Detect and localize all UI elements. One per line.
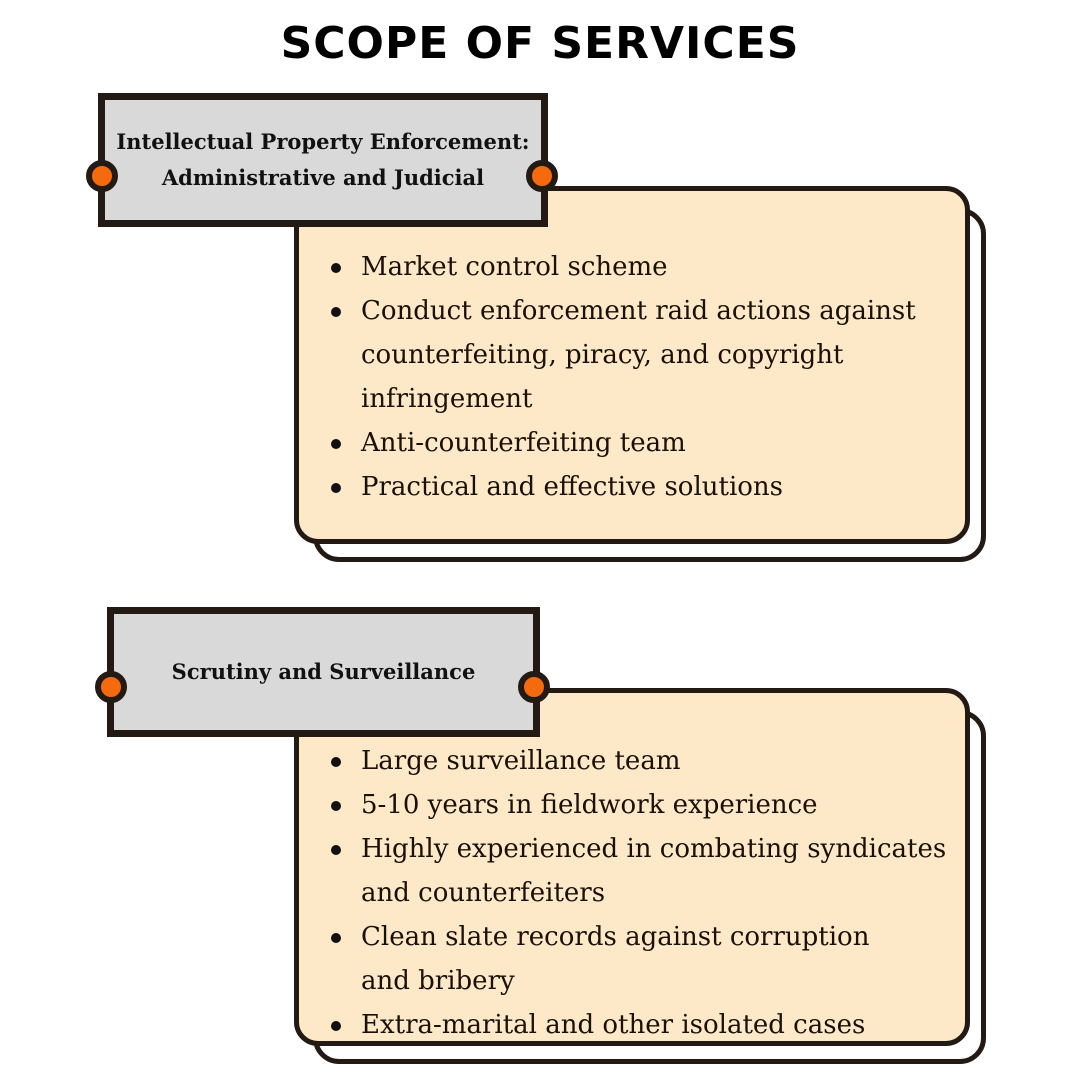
- page-title: SCOPE OF SERVICES: [280, 18, 800, 69]
- service-card-surveillance: Large surveillance team 5-10 years in fi…: [294, 688, 970, 1046]
- list-item: Conduct enforcement raid actions against…: [331, 289, 965, 421]
- bullet-list: Market control scheme Conduct enforcemen…: [299, 245, 965, 509]
- connector-dot-icon: [526, 160, 558, 192]
- list-item: Market control scheme: [331, 245, 965, 289]
- connector-dot-icon: [95, 671, 127, 703]
- section-label-line: Intellectual Property Enforcement:: [116, 129, 530, 154]
- section-label-text: Scrutiny and Surveillance: [171, 659, 476, 684]
- section-label-ip-enforcement: Intellectual Property Enforcement: Admin…: [98, 93, 548, 227]
- list-item: Large surveillance team: [331, 739, 965, 783]
- list-item: 5-10 years in fieldwork experience: [331, 783, 965, 827]
- bullet-list: Large surveillance team 5-10 years in fi…: [299, 739, 965, 1047]
- connector-dot-icon: [86, 160, 118, 192]
- connector-dot-icon: [518, 671, 550, 703]
- list-item: Clean slate records against corruption a…: [331, 915, 965, 1003]
- service-card-ip-enforcement: Market control scheme Conduct enforcemen…: [294, 186, 970, 544]
- list-item: Extra-marital and other isolated cases: [331, 1003, 965, 1047]
- list-item: Anti-counterfeiting team: [331, 421, 965, 465]
- section-label-line: Administrative and Judicial: [161, 165, 485, 190]
- section-label-surveillance: Scrutiny and Surveillance: [107, 607, 540, 737]
- list-item: Highly experienced in combating syndicat…: [331, 827, 965, 915]
- list-item: Practical and effective solutions: [331, 465, 965, 509]
